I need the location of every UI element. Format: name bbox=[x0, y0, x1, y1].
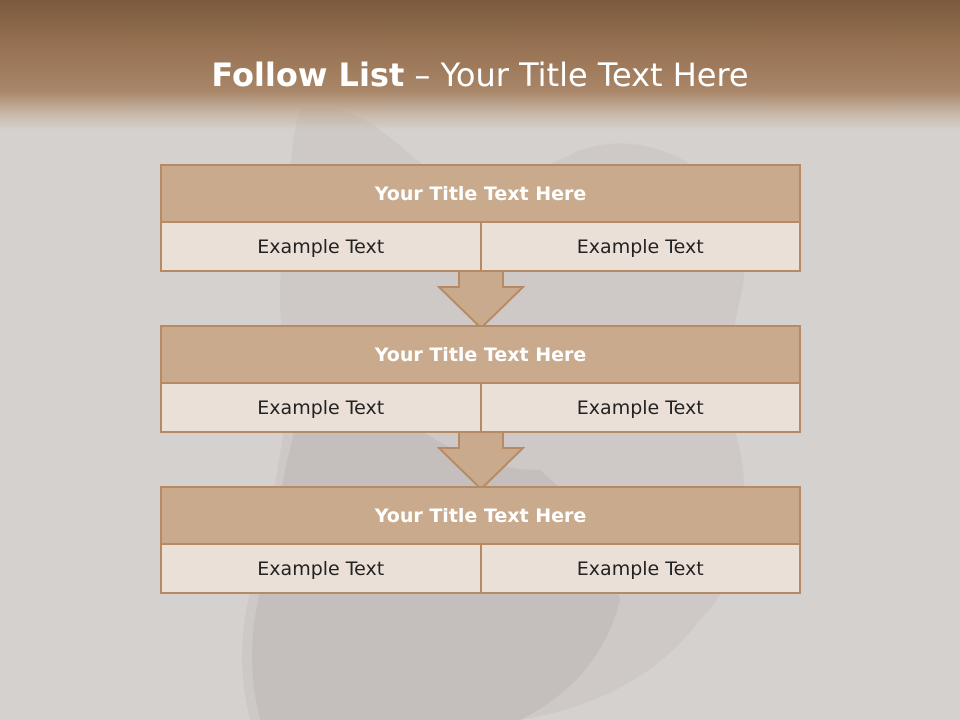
slide-title: Follow List – Your Title Text Here bbox=[0, 56, 960, 94]
block-cell-left: Example Text bbox=[162, 384, 482, 431]
down-arrow-icon bbox=[437, 431, 525, 491]
block-title: Your Title Text Here bbox=[162, 488, 799, 545]
slide-title-bold: Follow List bbox=[211, 56, 405, 94]
block-cell-left: Example Text bbox=[162, 545, 482, 592]
list-block-2: Your Title Text Here Example Text Exampl… bbox=[160, 325, 801, 433]
block-cell-right: Example Text bbox=[481, 384, 799, 431]
list-block-3: Your Title Text Here Example Text Exampl… bbox=[160, 486, 801, 594]
block-cell-right: Example Text bbox=[481, 223, 799, 270]
slide-title-separator: – bbox=[404, 56, 441, 94]
list-block-1: Your Title Text Here Example Text Exampl… bbox=[160, 164, 801, 272]
block-cell-right: Example Text bbox=[481, 545, 799, 592]
header-band bbox=[0, 0, 960, 130]
down-arrow-icon bbox=[437, 270, 525, 330]
block-cell-left: Example Text bbox=[162, 223, 482, 270]
block-title: Your Title Text Here bbox=[162, 327, 799, 384]
slide-title-rest: Your Title Text Here bbox=[440, 56, 749, 94]
block-title: Your Title Text Here bbox=[162, 166, 799, 223]
